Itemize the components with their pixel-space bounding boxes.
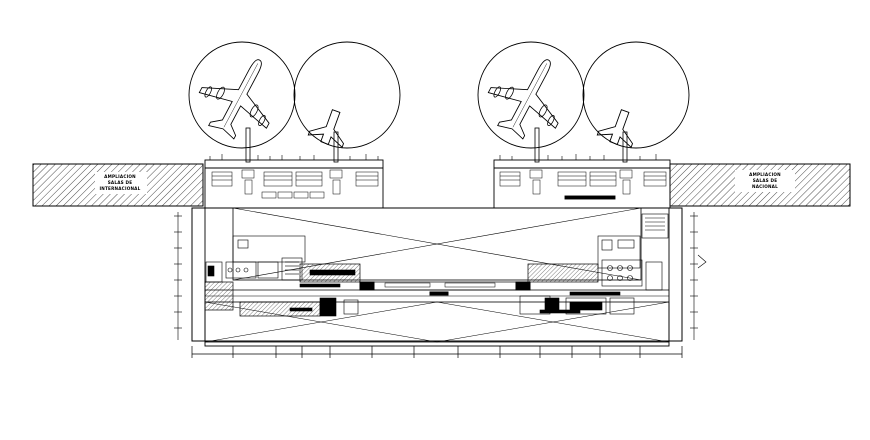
gate-circle-2: [293, 41, 401, 149]
gate-circle-3: [477, 41, 585, 149]
column-grid-axis: [191, 346, 683, 358]
left-dimension-marks: [174, 212, 182, 340]
right-wing-block: AMPLIACION SALAS DE NACIONAL: [669, 163, 851, 207]
right-wing-label-2: SALAS DE: [753, 178, 778, 183]
left-wing-label-3: INTERNACIONAL: [100, 186, 141, 191]
right-dimension-marks: [690, 212, 707, 340]
left-wing-label-2: SALAS DE: [108, 180, 133, 185]
gate-circle-4: [582, 41, 690, 149]
airplane-tail-icon: [307, 104, 354, 150]
airplane-tail-icon: [596, 104, 643, 150]
right-wing-label-1: AMPLIACION: [749, 172, 781, 177]
left-lounge: [204, 154, 384, 209]
main-terminal: [191, 207, 683, 347]
left-service-area: [205, 235, 359, 317]
left-wing-label-1: AMPLIACION: [104, 174, 136, 179]
left-wing-block: AMPLIACION SALAS DE INTERNACIONAL: [32, 163, 204, 207]
gate-circles: [188, 41, 690, 149]
right-wing-label-3: NACIONAL: [752, 184, 778, 189]
jet-bridges: [245, 127, 628, 163]
gate-circle-1: [188, 41, 296, 149]
right-lounge: [493, 154, 671, 209]
right-service-area: [519, 213, 669, 315]
